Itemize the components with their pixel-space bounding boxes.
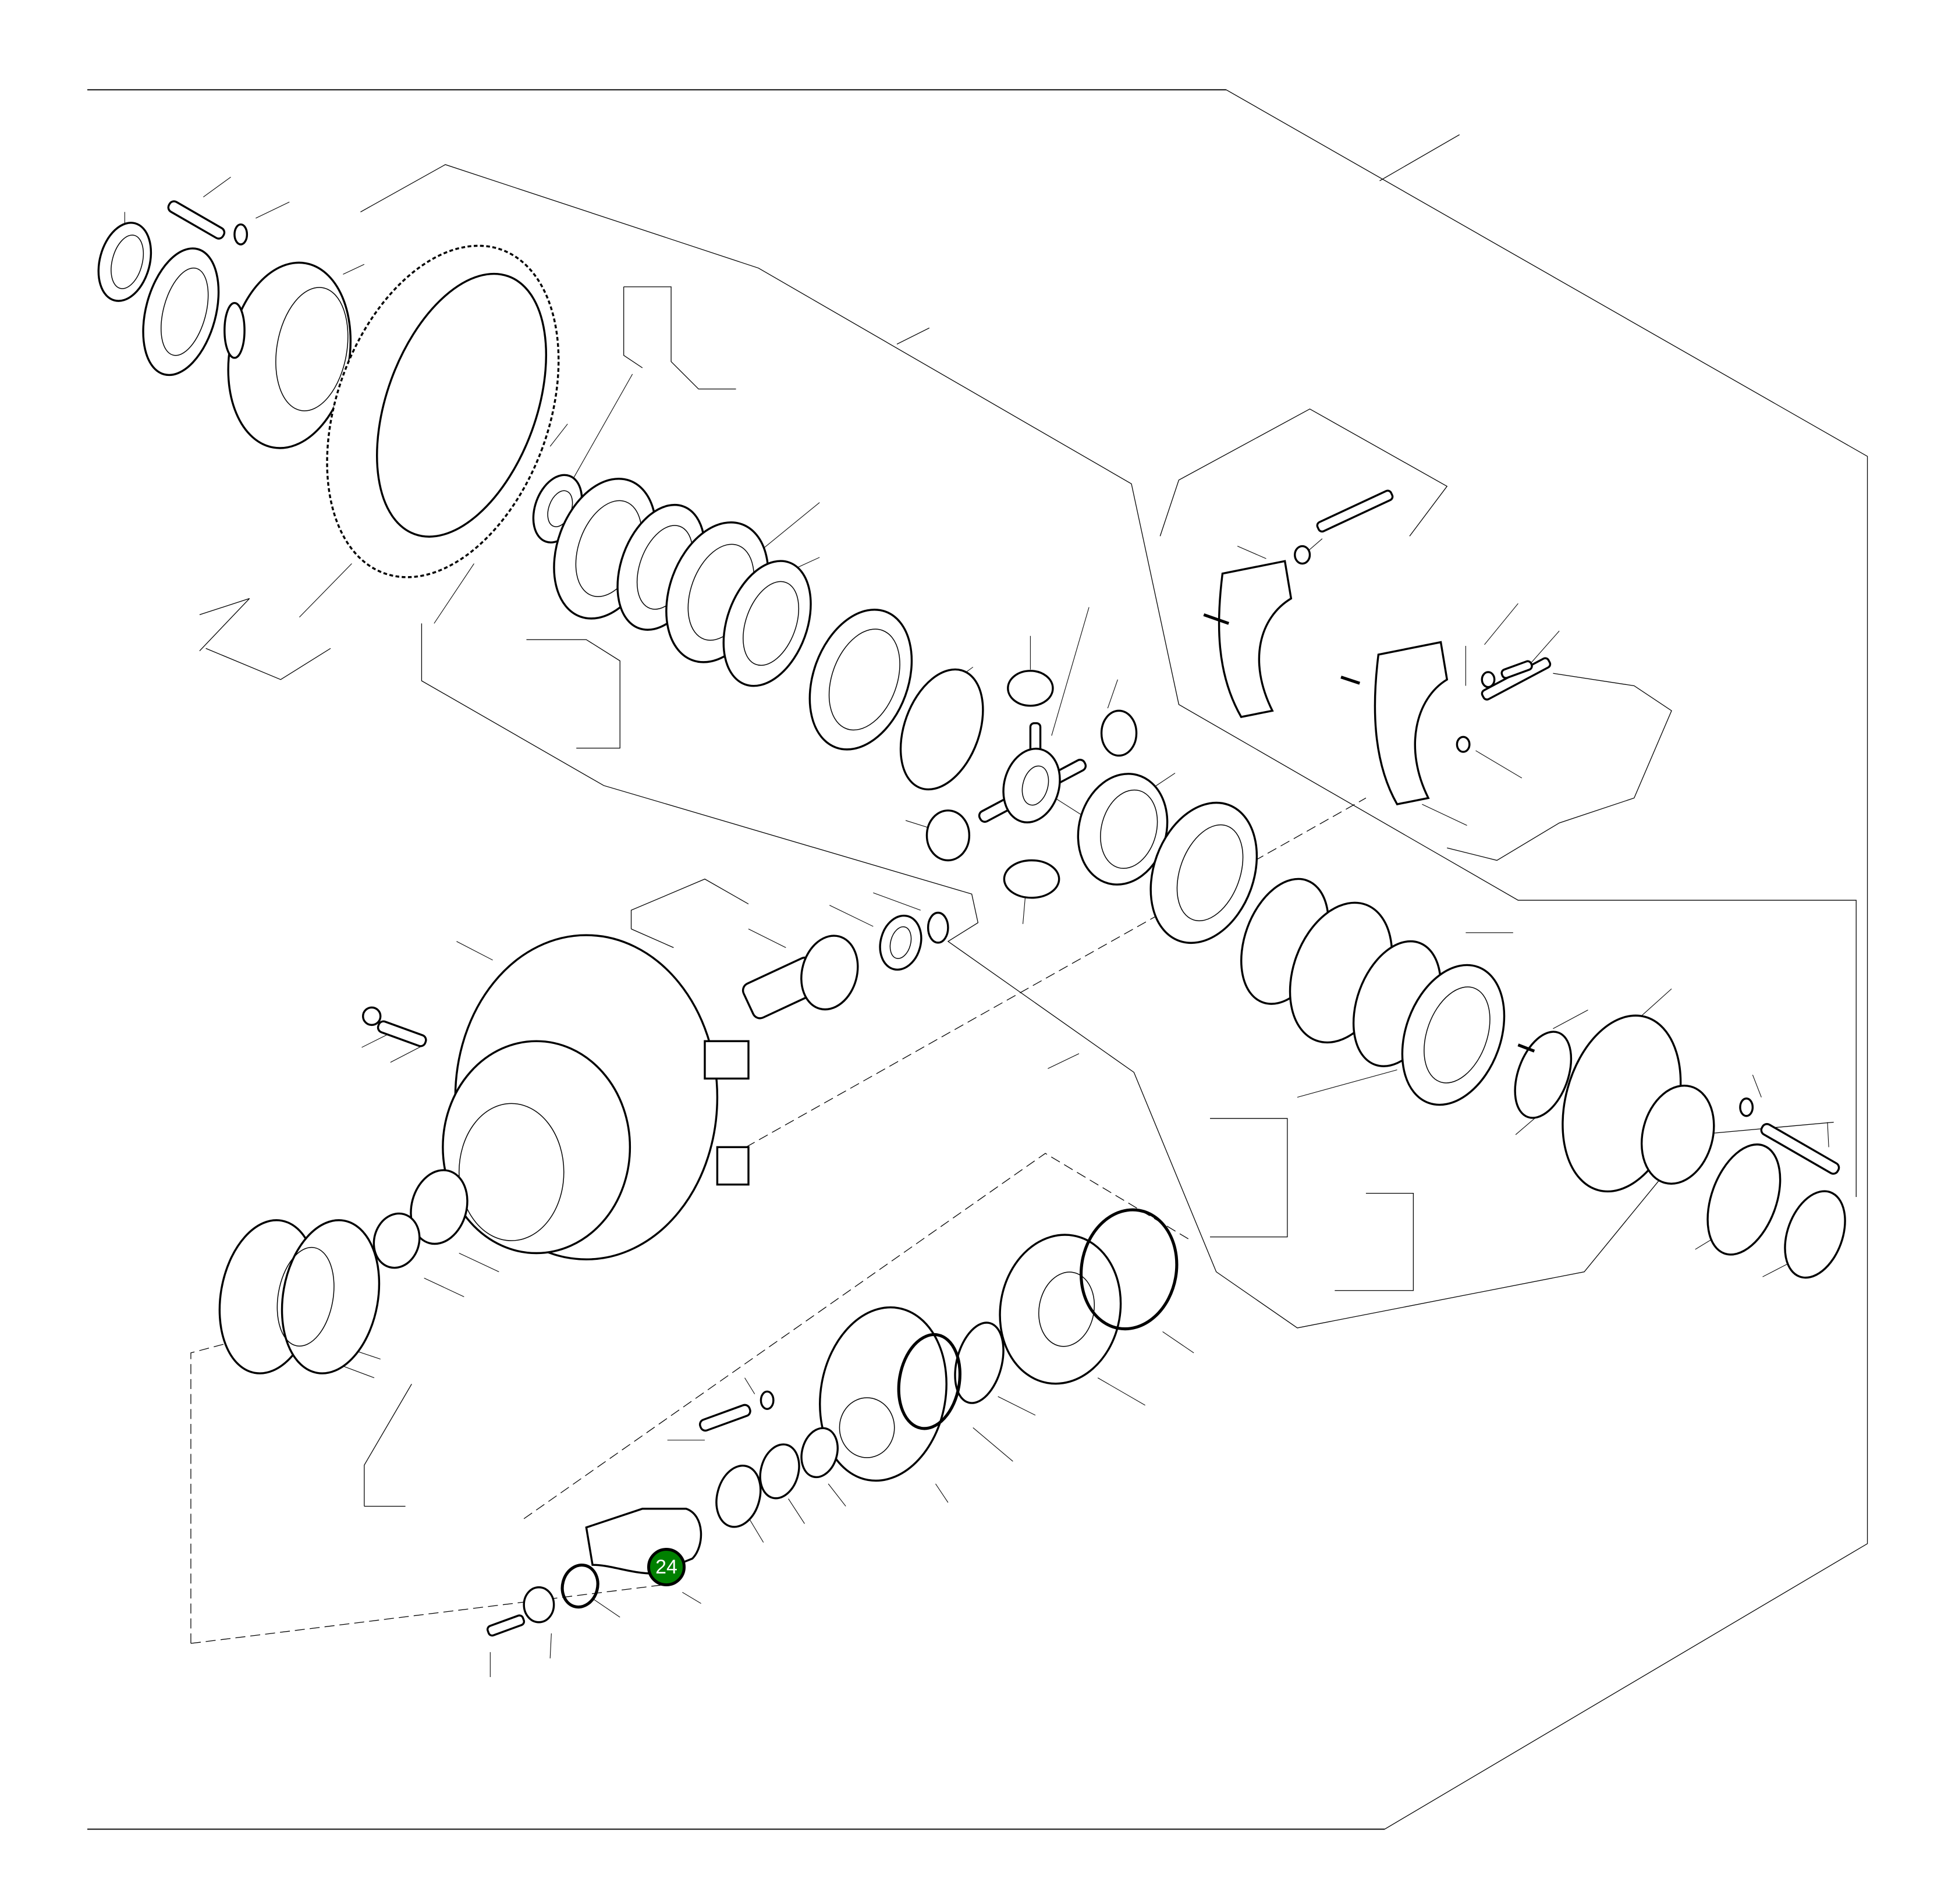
parts-bearing-caps	[1203, 489, 1552, 806]
callout-badge-24[interactable]: 24	[647, 1548, 686, 1586]
parts-upper-left	[97, 200, 583, 578]
parts-pinion	[741, 911, 949, 1020]
leader-lines	[124, 176, 1829, 1678]
callout-label: 24	[655, 1555, 677, 1578]
parts-upper-clutch	[553, 478, 984, 791]
parts-differential	[925, 670, 1169, 899]
diagram-frame	[87, 89, 1868, 1830]
parts-lower-flange	[486, 1208, 1179, 1637]
parts-axle-housing	[218, 934, 750, 1374]
parts-right-clutch	[1149, 801, 1846, 1279]
